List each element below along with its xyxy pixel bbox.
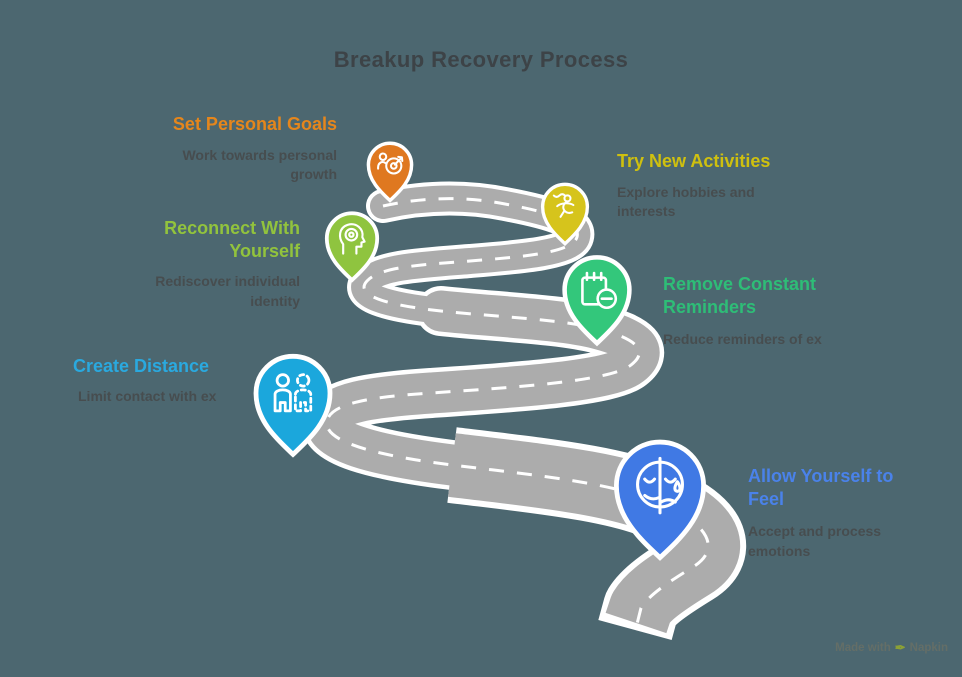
made-with-napkin-watermark: Made with ✒ Napkin bbox=[835, 641, 948, 654]
step-set-personal-goals: Set Personal Goals Work towards personal… bbox=[77, 113, 337, 185]
step-label: Remove Constant Reminders bbox=[663, 274, 817, 317]
people-distance-icon bbox=[273, 373, 313, 413]
step-description: Limit contact with ex bbox=[78, 387, 217, 404]
pin-body bbox=[540, 182, 590, 247]
watermark-brand: Napkin bbox=[909, 641, 948, 654]
road bbox=[301, 181, 747, 646]
watermark-prefix: Made with bbox=[835, 641, 891, 654]
step-description: Accept and process emotions bbox=[748, 523, 882, 559]
step-allow-yourself-to-feel: Allow Yourself to Feel Accept and proces… bbox=[748, 465, 916, 562]
step-remove-constant-reminders: Remove Constant Reminders Reduce reminde… bbox=[663, 273, 845, 350]
step-description: Explore hobbies and interests bbox=[617, 183, 755, 220]
active-person-icon bbox=[552, 193, 575, 218]
goal-target-icon bbox=[377, 152, 404, 175]
notepad-remove-icon bbox=[581, 271, 618, 310]
map-pin-allow-yourself-to-feel bbox=[614, 439, 706, 561]
page-title: Breakup Recovery Process bbox=[333, 47, 629, 72]
map-pin-try-new-activities bbox=[540, 182, 590, 247]
pen-nib-icon: ✒ bbox=[894, 640, 906, 655]
step-label: Set Personal Goals bbox=[172, 114, 337, 134]
step-description: Rediscover individual identity bbox=[155, 273, 300, 309]
pin-body bbox=[253, 353, 333, 458]
step-try-new-activities: Try New Activities Explore hobbies and i… bbox=[617, 150, 807, 222]
step-description: Reduce reminders of ex bbox=[663, 331, 822, 347]
step-create-distance: Create Distance Limit contact with ex bbox=[73, 355, 293, 406]
step-label: Try New Activities bbox=[617, 151, 771, 171]
map-pin-create-distance bbox=[253, 353, 333, 458]
step-label: Allow Yourself to Feel bbox=[748, 466, 894, 509]
map-pin-set-personal-goals bbox=[366, 141, 414, 203]
mindful-head-icon bbox=[338, 223, 366, 255]
map-pin-remove-constant-reminders bbox=[562, 255, 632, 347]
step-reconnect-with-yourself: Reconnect With Yourself Rediscover indiv… bbox=[130, 217, 300, 312]
step-description: Work towards personal growth bbox=[182, 146, 337, 183]
pin-body bbox=[324, 211, 380, 283]
step-label: Reconnect With Yourself bbox=[164, 218, 300, 261]
step-label: Create Distance bbox=[73, 356, 210, 376]
map-pin-reconnect-with-yourself bbox=[324, 211, 380, 283]
dual-emotion-face-icon bbox=[636, 456, 684, 515]
